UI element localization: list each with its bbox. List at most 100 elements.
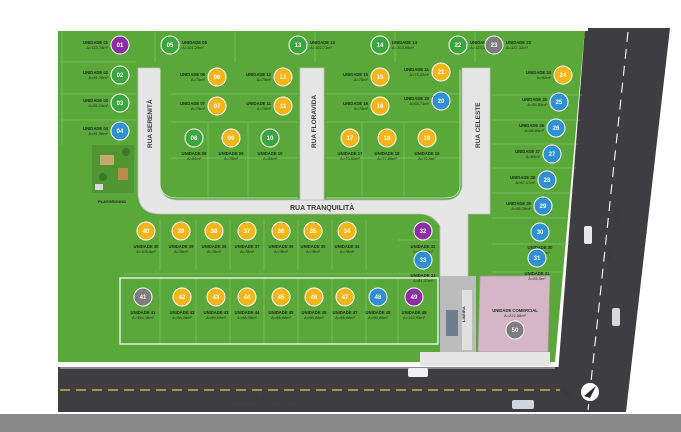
lot-marker[interactable]	[184, 128, 204, 148]
lot-marker[interactable]	[172, 287, 192, 307]
lot-marker[interactable]	[237, 221, 257, 241]
lot-marker[interactable]	[207, 96, 227, 116]
lot-name: UNIDADE 10	[258, 151, 284, 156]
lot-marker[interactable]	[431, 62, 451, 82]
lot-marker[interactable]	[417, 128, 437, 148]
lot-marker[interactable]	[207, 67, 227, 87]
lot-marker[interactable]	[368, 287, 388, 307]
lot-marker[interactable]	[340, 128, 360, 148]
lot-marker[interactable]	[505, 320, 525, 340]
lot-marker[interactable]	[171, 221, 191, 241]
lot-marker[interactable]	[273, 96, 293, 116]
lot-marker[interactable]	[273, 67, 293, 87]
lot-marker[interactable]	[530, 222, 550, 242]
lot-marker[interactable]	[160, 35, 180, 55]
lot-marker[interactable]	[553, 65, 573, 85]
lot-marker[interactable]	[304, 287, 324, 307]
lot-marker[interactable]	[537, 170, 557, 190]
lot-marker[interactable]	[431, 91, 451, 111]
lot-marker[interactable]	[370, 67, 390, 87]
lot-marker[interactable]	[527, 248, 547, 268]
lot-marker[interactable]	[206, 287, 226, 307]
lot-marker[interactable]	[533, 196, 553, 216]
lot-marker[interactable]	[204, 221, 224, 241]
lot-marker[interactable]	[335, 287, 355, 307]
lot-marker[interactable]	[448, 35, 468, 55]
lot-marker[interactable]	[221, 128, 241, 148]
lot-marker[interactable]	[377, 128, 397, 148]
lot-marker[interactable]	[546, 118, 566, 138]
lot-marker[interactable]	[237, 287, 257, 307]
lot-marker[interactable]	[549, 92, 569, 112]
lot-marker[interactable]	[271, 221, 291, 241]
lot-marker[interactable]	[136, 221, 156, 241]
lot-marker[interactable]	[260, 128, 280, 148]
lot-marker[interactable]	[542, 144, 562, 164]
lot-marker[interactable]	[484, 35, 504, 55]
lot-marker[interactable]	[413, 221, 433, 241]
lot-marker[interactable]	[404, 287, 424, 307]
lot-marker[interactable]	[133, 287, 153, 307]
lot-name: UNIDADE 42	[170, 310, 196, 315]
lot-marker[interactable]	[110, 65, 130, 85]
lot-marker[interactable]	[413, 250, 433, 270]
lot-marker[interactable]	[271, 287, 291, 307]
lot-marker[interactable]	[110, 35, 130, 55]
lot-marker[interactable]	[370, 35, 390, 55]
lot-marker[interactable]	[370, 96, 390, 116]
lot-marker[interactable]	[110, 93, 130, 113]
lot-marker[interactable]	[303, 221, 323, 241]
lot-marker[interactable]	[110, 121, 130, 141]
lot-marker[interactable]	[288, 35, 308, 55]
lot-marker[interactable]	[337, 221, 357, 241]
